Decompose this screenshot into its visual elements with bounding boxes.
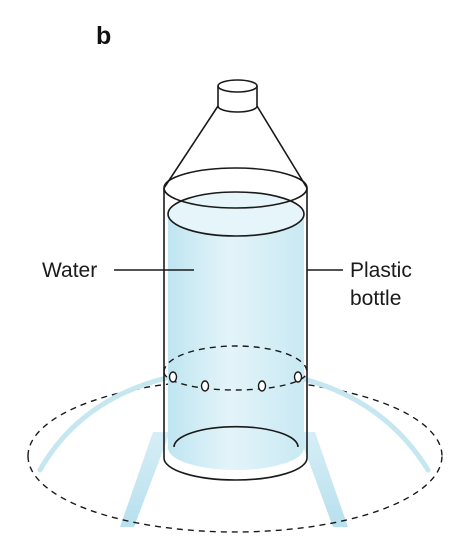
bottle-label-line1: Plastic: [350, 259, 412, 282]
water-label: Water: [42, 259, 97, 282]
left-outer-jet: [37, 375, 169, 473]
water-body: [168, 214, 304, 470]
water-jets: [37, 375, 431, 527]
hole: [293, 371, 303, 383]
bottle-neck: [163, 79, 308, 189]
hole: [200, 380, 210, 392]
right-outer-jet: [297, 375, 431, 473]
ground-spray-ellipse-front: [27, 455, 443, 533]
left-front-jet: [120, 432, 170, 527]
bottle-base-front: [163, 457, 308, 481]
hole-ring-back: [163, 345, 308, 373]
hole: [168, 371, 178, 383]
bottle-label-line2: bottle: [350, 287, 401, 310]
bottle-base-back: [173, 425, 299, 448]
hole: [257, 380, 267, 392]
right-front-jet: [298, 432, 348, 527]
panel-letter: b: [96, 22, 111, 50]
water-surface: [167, 191, 305, 237]
holes: [168, 371, 303, 392]
bottle-cap: [217, 79, 258, 93]
bottle-body: [163, 167, 308, 481]
